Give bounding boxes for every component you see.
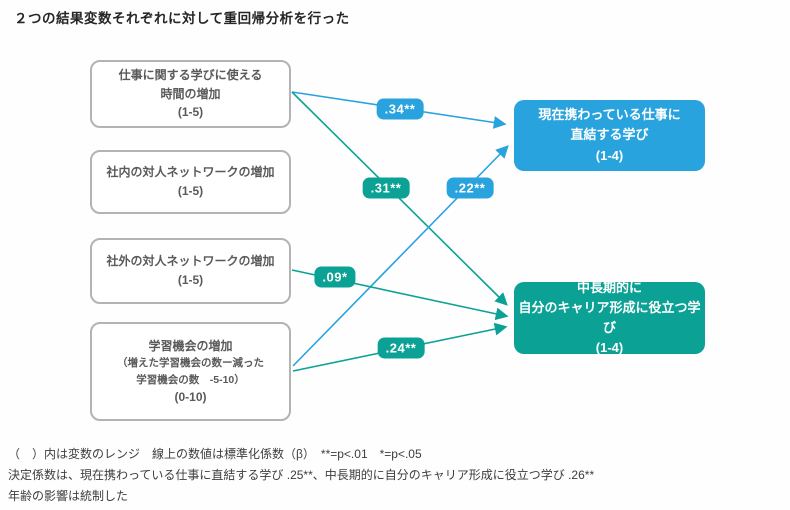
predictor-box-study-time: 仕事に関する学びに使える 時間の増加 (1-5) (90, 60, 291, 128)
footnote-line: 決定係数は、現在携わっている仕事に直結する学び .25**、中長期的に自分のキャ… (8, 468, 595, 482)
footnote-line: （ ）内は変数のレンジ 線上の数値は標準化係数（β） **=p<.01 *=p<… (8, 447, 422, 461)
outcome-range: (1-4) (595, 147, 624, 163)
predictor-range: (1-5) (177, 184, 204, 198)
outcome-label: 中長期的に (576, 279, 642, 295)
coefficient-badge: .09* (314, 266, 356, 288)
coefficient-badge: .31** (362, 177, 410, 199)
predictor-range: (1-5) (177, 273, 204, 287)
footnote-line: 年齢の影響は統制した (8, 489, 129, 503)
outcome-box-career-learning: 中長期的に 自分のキャリア形成に役立つ学び (1-4) (514, 280, 705, 355)
predictor-label: 時間の増加 (160, 86, 221, 101)
diagram-title: ２つの結果変数それぞれに対して重回帰分析を行った (14, 11, 350, 26)
footnotes: （ ）内は変数のレンジ 線上の数値は標準化係数（β） **=p<.01 *=p<… (8, 444, 594, 507)
predictor-box-internal-network: 社内の対人ネットワークの増加 (1-5) (90, 150, 291, 214)
outcome-range: (1-4) (595, 340, 624, 356)
predictor-box-learning-opportunities: 学習機会の増加 （増えた学習機会の数ー減った 学習機会の数 -5-10） (0-… (90, 322, 291, 421)
outcome-label: 自分のキャリア形成に役立つ学び (518, 299, 701, 335)
coefficient-badge: .22** (446, 177, 494, 199)
outcome-box-current-job-learning: 現在携わっている仕事に 直結する学び (1-4) (514, 100, 705, 171)
predictor-range: (1-5) (177, 105, 204, 120)
predictor-label: 学習機会の増加 (148, 338, 233, 353)
predictor-range: (0-10) (174, 389, 207, 404)
predictor-sublabel: 学習機会の数 -5-10） (136, 373, 245, 386)
predictor-sublabel: （増えた学習機会の数ー減った (117, 357, 264, 370)
predictor-label: 仕事に関する学びに使える (118, 68, 263, 83)
predictor-label: 社内の対人ネットワークの増加 (106, 165, 275, 180)
coefficient-badge: .24** (377, 337, 425, 359)
predictor-label: 社外の対人ネットワークの増加 (106, 254, 275, 269)
outcome-label: 現在携わっている仕事に (538, 107, 681, 123)
predictor-box-external-network: 社外の対人ネットワークの増加 (1-5) (90, 238, 291, 304)
coefficient-badge: .34** (376, 98, 424, 120)
outcome-label: 直結する学び (570, 127, 649, 143)
